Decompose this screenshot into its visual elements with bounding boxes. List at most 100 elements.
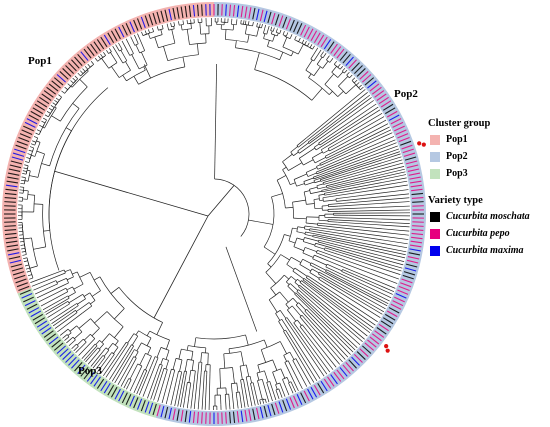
leaf-label — [267, 404, 272, 417]
branch-line — [232, 367, 235, 384]
branch-line — [33, 136, 38, 139]
branch-line — [76, 302, 90, 312]
branch-line — [306, 167, 318, 173]
leaf-label — [320, 380, 328, 392]
branch-line — [240, 19, 242, 24]
branch-line — [244, 20, 247, 25]
branch-line — [335, 273, 390, 302]
leaf-label — [336, 369, 345, 380]
leaf-label — [386, 310, 398, 318]
leaf-label — [196, 411, 199, 424]
branch-arc — [305, 69, 315, 77]
branch-line — [334, 180, 408, 194]
branch-line — [86, 338, 96, 348]
branch-line — [27, 274, 32, 277]
branch-line — [161, 368, 165, 375]
branch-line — [326, 280, 383, 315]
leaf-label — [34, 317, 46, 325]
branch-line — [322, 56, 325, 58]
legend-item-pepo: Cucurbita pepo — [428, 226, 548, 241]
branch-line — [154, 36, 159, 48]
leaf-label — [267, 11, 272, 24]
branch-line — [332, 159, 403, 181]
branch-line — [74, 75, 78, 79]
branch-line — [284, 362, 292, 376]
branch-arc — [293, 237, 298, 247]
branch-line — [290, 375, 299, 392]
leaf-label — [118, 26, 125, 38]
leaf-label — [364, 342, 375, 351]
branch-line — [317, 224, 326, 227]
leaf-label — [285, 18, 292, 30]
branch-line — [117, 362, 131, 385]
pepo-swatch — [430, 228, 440, 239]
leaf-label — [382, 317, 394, 325]
branch-line — [322, 179, 333, 183]
leaf-label — [59, 348, 69, 357]
branch-line — [312, 236, 323, 240]
branch-arc — [38, 131, 41, 135]
branch-arc — [326, 59, 330, 63]
branch-arc — [314, 243, 316, 247]
leaf-label — [107, 32, 115, 44]
branch-line — [344, 69, 348, 74]
branch-line — [39, 124, 43, 128]
leaf-label — [229, 4, 232, 17]
leaf-label — [339, 367, 348, 377]
branch-line — [342, 67, 346, 72]
branch-arc — [76, 343, 79, 347]
branch-arc — [72, 286, 76, 293]
leaf-label — [4, 201, 16, 203]
branch-arc — [303, 181, 306, 186]
branch-line — [179, 371, 183, 383]
branch-line — [351, 77, 356, 81]
branch-line — [153, 373, 163, 401]
branch-line — [313, 174, 320, 178]
leaf-label — [225, 4, 227, 16]
leaf-label — [152, 403, 157, 416]
branch-line — [313, 198, 320, 200]
branch-line — [173, 22, 175, 27]
branch-line — [348, 214, 410, 217]
branch-line — [318, 193, 325, 196]
pop3-label: Pop3 — [78, 365, 102, 377]
leaf-label — [121, 392, 128, 404]
branch-line — [290, 381, 295, 389]
branch-line — [275, 313, 281, 321]
branch-line — [302, 293, 361, 346]
branch-line — [293, 173, 307, 180]
branch-line — [284, 384, 290, 396]
leaf-label — [409, 180, 422, 184]
leaf-label — [168, 407, 172, 420]
branch-line — [338, 116, 385, 143]
branch-line — [191, 351, 194, 361]
leaf-label — [28, 114, 40, 121]
branch-line — [308, 73, 312, 78]
leaf-label — [307, 388, 314, 400]
branch-line — [223, 353, 226, 369]
leaf-label — [125, 394, 132, 405]
leaf-label — [23, 296, 34, 303]
branch-line — [301, 39, 305, 44]
branch-arc — [149, 330, 170, 341]
branch-line — [320, 54, 322, 57]
branch-line — [276, 175, 287, 181]
branch-line — [139, 353, 146, 366]
branch-line — [194, 370, 196, 380]
branch-line — [298, 140, 307, 148]
branch-line — [305, 222, 318, 225]
branch-line — [288, 382, 292, 390]
leaf-label — [77, 364, 86, 375]
branch-line — [273, 394, 277, 401]
branch-line — [356, 82, 360, 86]
branch-line — [330, 217, 410, 221]
leaf-label — [397, 133, 409, 139]
leaf-label — [48, 83, 59, 92]
leaf-label — [176, 7, 180, 19]
highlight-marker — [385, 348, 390, 353]
leaf-label — [7, 248, 19, 252]
leaf-label — [376, 93, 387, 101]
leaf-label — [405, 160, 418, 165]
branch-line — [304, 190, 310, 193]
leaf-label — [62, 68, 72, 77]
